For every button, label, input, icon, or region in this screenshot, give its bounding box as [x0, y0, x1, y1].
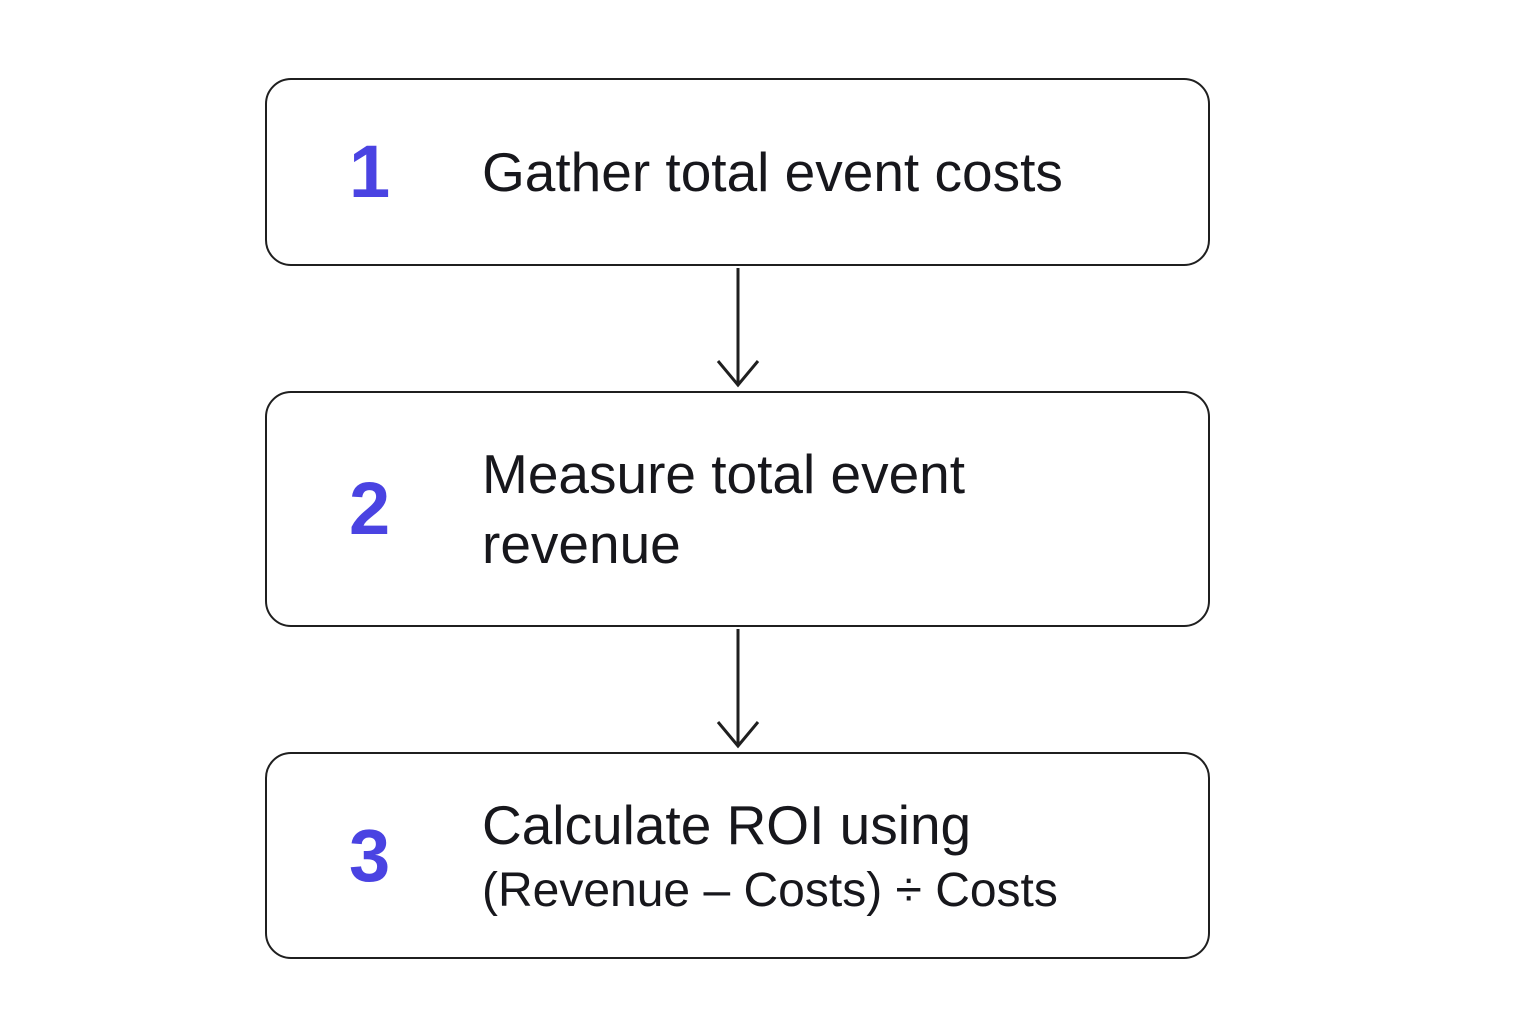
step-3-formula: (Revenue – Costs) ÷ Costs	[482, 863, 1058, 917]
arrow-down-icon	[706, 266, 770, 391]
step-number-3: 3	[349, 813, 391, 897]
step-label-1: Gather total event costs	[482, 137, 1093, 207]
step-number-1: 1	[349, 130, 391, 213]
step-1-line-1: Gather total event costs	[482, 140, 1063, 203]
step-box-2: 2 Measure total event revenue	[265, 391, 1210, 627]
step-box-1: 1 Gather total event costs	[265, 78, 1210, 266]
step-box-3: 3 Calculate ROI using (Revenue – Costs) …	[265, 752, 1210, 959]
step-2-line-1: Measure total event	[482, 442, 966, 505]
step-number-2: 2	[349, 467, 391, 550]
step-label-3: Calculate ROI using (Revenue – Costs) ÷ …	[482, 790, 1088, 922]
flowchart: 1 Gather total event costs 2 Measure tot…	[265, 78, 1210, 959]
step-2-line-2: revenue	[482, 513, 681, 575]
step-3-line-1: Calculate ROI using	[482, 793, 972, 856]
arrow-down-icon	[706, 627, 770, 752]
step-label-2: Measure total event revenue	[482, 439, 995, 580]
